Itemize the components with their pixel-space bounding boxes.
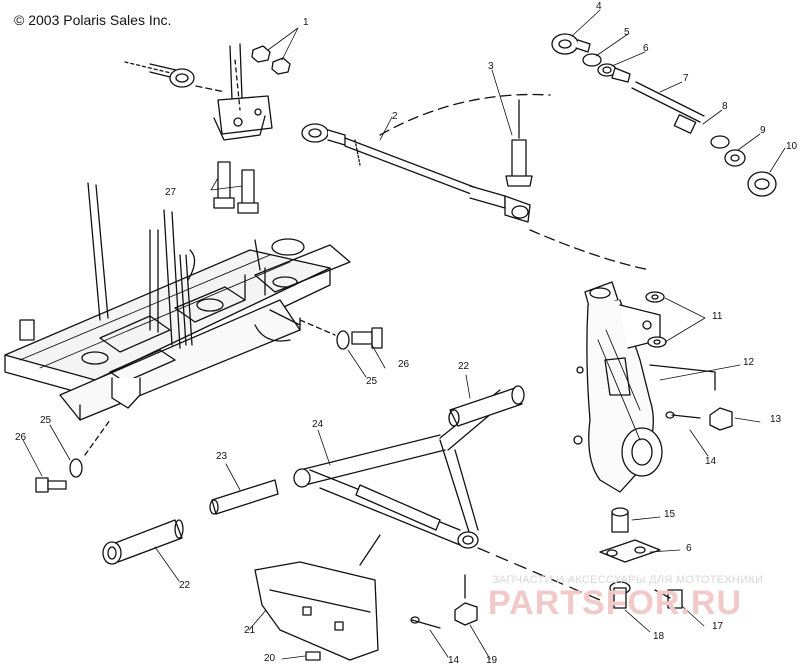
callout-24: 24 <box>312 419 324 430</box>
callout-3: 3 <box>488 61 494 72</box>
upper-mount-bracket <box>213 59 273 141</box>
callout-14-lower: 14 <box>448 655 460 666</box>
watermark-logo: PARTSFOR.RU <box>488 584 743 622</box>
frame-assembly <box>4 238 351 421</box>
callout-15: 15 <box>664 509 676 520</box>
callout-5: 5 <box>624 27 630 38</box>
sleeve-23 <box>209 479 279 515</box>
callout-22-lower: 22 <box>179 580 191 591</box>
callout-4: 4 <box>596 1 602 12</box>
copyright-notice: © 2003 Polaris Sales Inc. <box>14 12 172 28</box>
lower-hardware <box>305 574 478 661</box>
tie-rod-end-left <box>124 61 226 93</box>
a-arm <box>293 389 601 601</box>
bushing-22-lower <box>102 519 184 565</box>
bolts-27 <box>213 161 259 214</box>
callout-13: 13 <box>770 414 782 425</box>
nut-13-cotter-14 <box>665 407 733 431</box>
callout-17: 17 <box>712 621 724 632</box>
callout-21: 21 <box>244 625 256 636</box>
callout-14-right: 14 <box>705 456 717 467</box>
callout-9: 9 <box>760 125 766 136</box>
callout-25-left: 25 <box>40 415 52 426</box>
adjuster-assembly <box>551 33 777 197</box>
callout-27: 27 <box>165 187 177 198</box>
callout-6-top: 6 <box>643 43 649 54</box>
callout-11: 11 <box>712 311 723 322</box>
washer-bolt-left <box>35 419 111 493</box>
nuts-1 <box>251 45 291 75</box>
callout-26-left: 26 <box>15 432 27 443</box>
bushing-22-upper <box>448 385 525 427</box>
callout-25-right: 25 <box>366 376 378 387</box>
washer-bolt-right <box>299 319 383 350</box>
bolt-3 <box>505 99 533 187</box>
callout-12: 12 <box>743 357 755 368</box>
callout-1: 1 <box>303 17 309 28</box>
lower-joint-parts <box>599 507 683 609</box>
frame-uprights <box>87 43 261 349</box>
callout-10: 10 <box>786 141 798 152</box>
callout-23: 23 <box>216 451 228 462</box>
callout-6-lower: 6 <box>686 543 692 554</box>
callout-20: 20 <box>264 653 276 664</box>
callout-18: 18 <box>653 631 665 642</box>
callout-8: 8 <box>722 101 728 112</box>
callout-22-upper: 22 <box>458 361 470 372</box>
watermark-caption: ЗАПЧАСТИ И АКСЕССУАРЫ ДЛЯ МОТОТЕХНИКИ <box>492 574 764 586</box>
washers-11 <box>529 229 716 391</box>
guard-21 <box>254 534 381 661</box>
callout-19: 19 <box>486 655 498 666</box>
leader-lines <box>22 9 786 660</box>
callout-2: 2 <box>392 111 398 122</box>
steering-knuckle <box>573 281 663 493</box>
callout-26-right: 26 <box>398 359 410 370</box>
callout-7: 7 <box>683 73 689 84</box>
tie-rod <box>301 93 551 223</box>
